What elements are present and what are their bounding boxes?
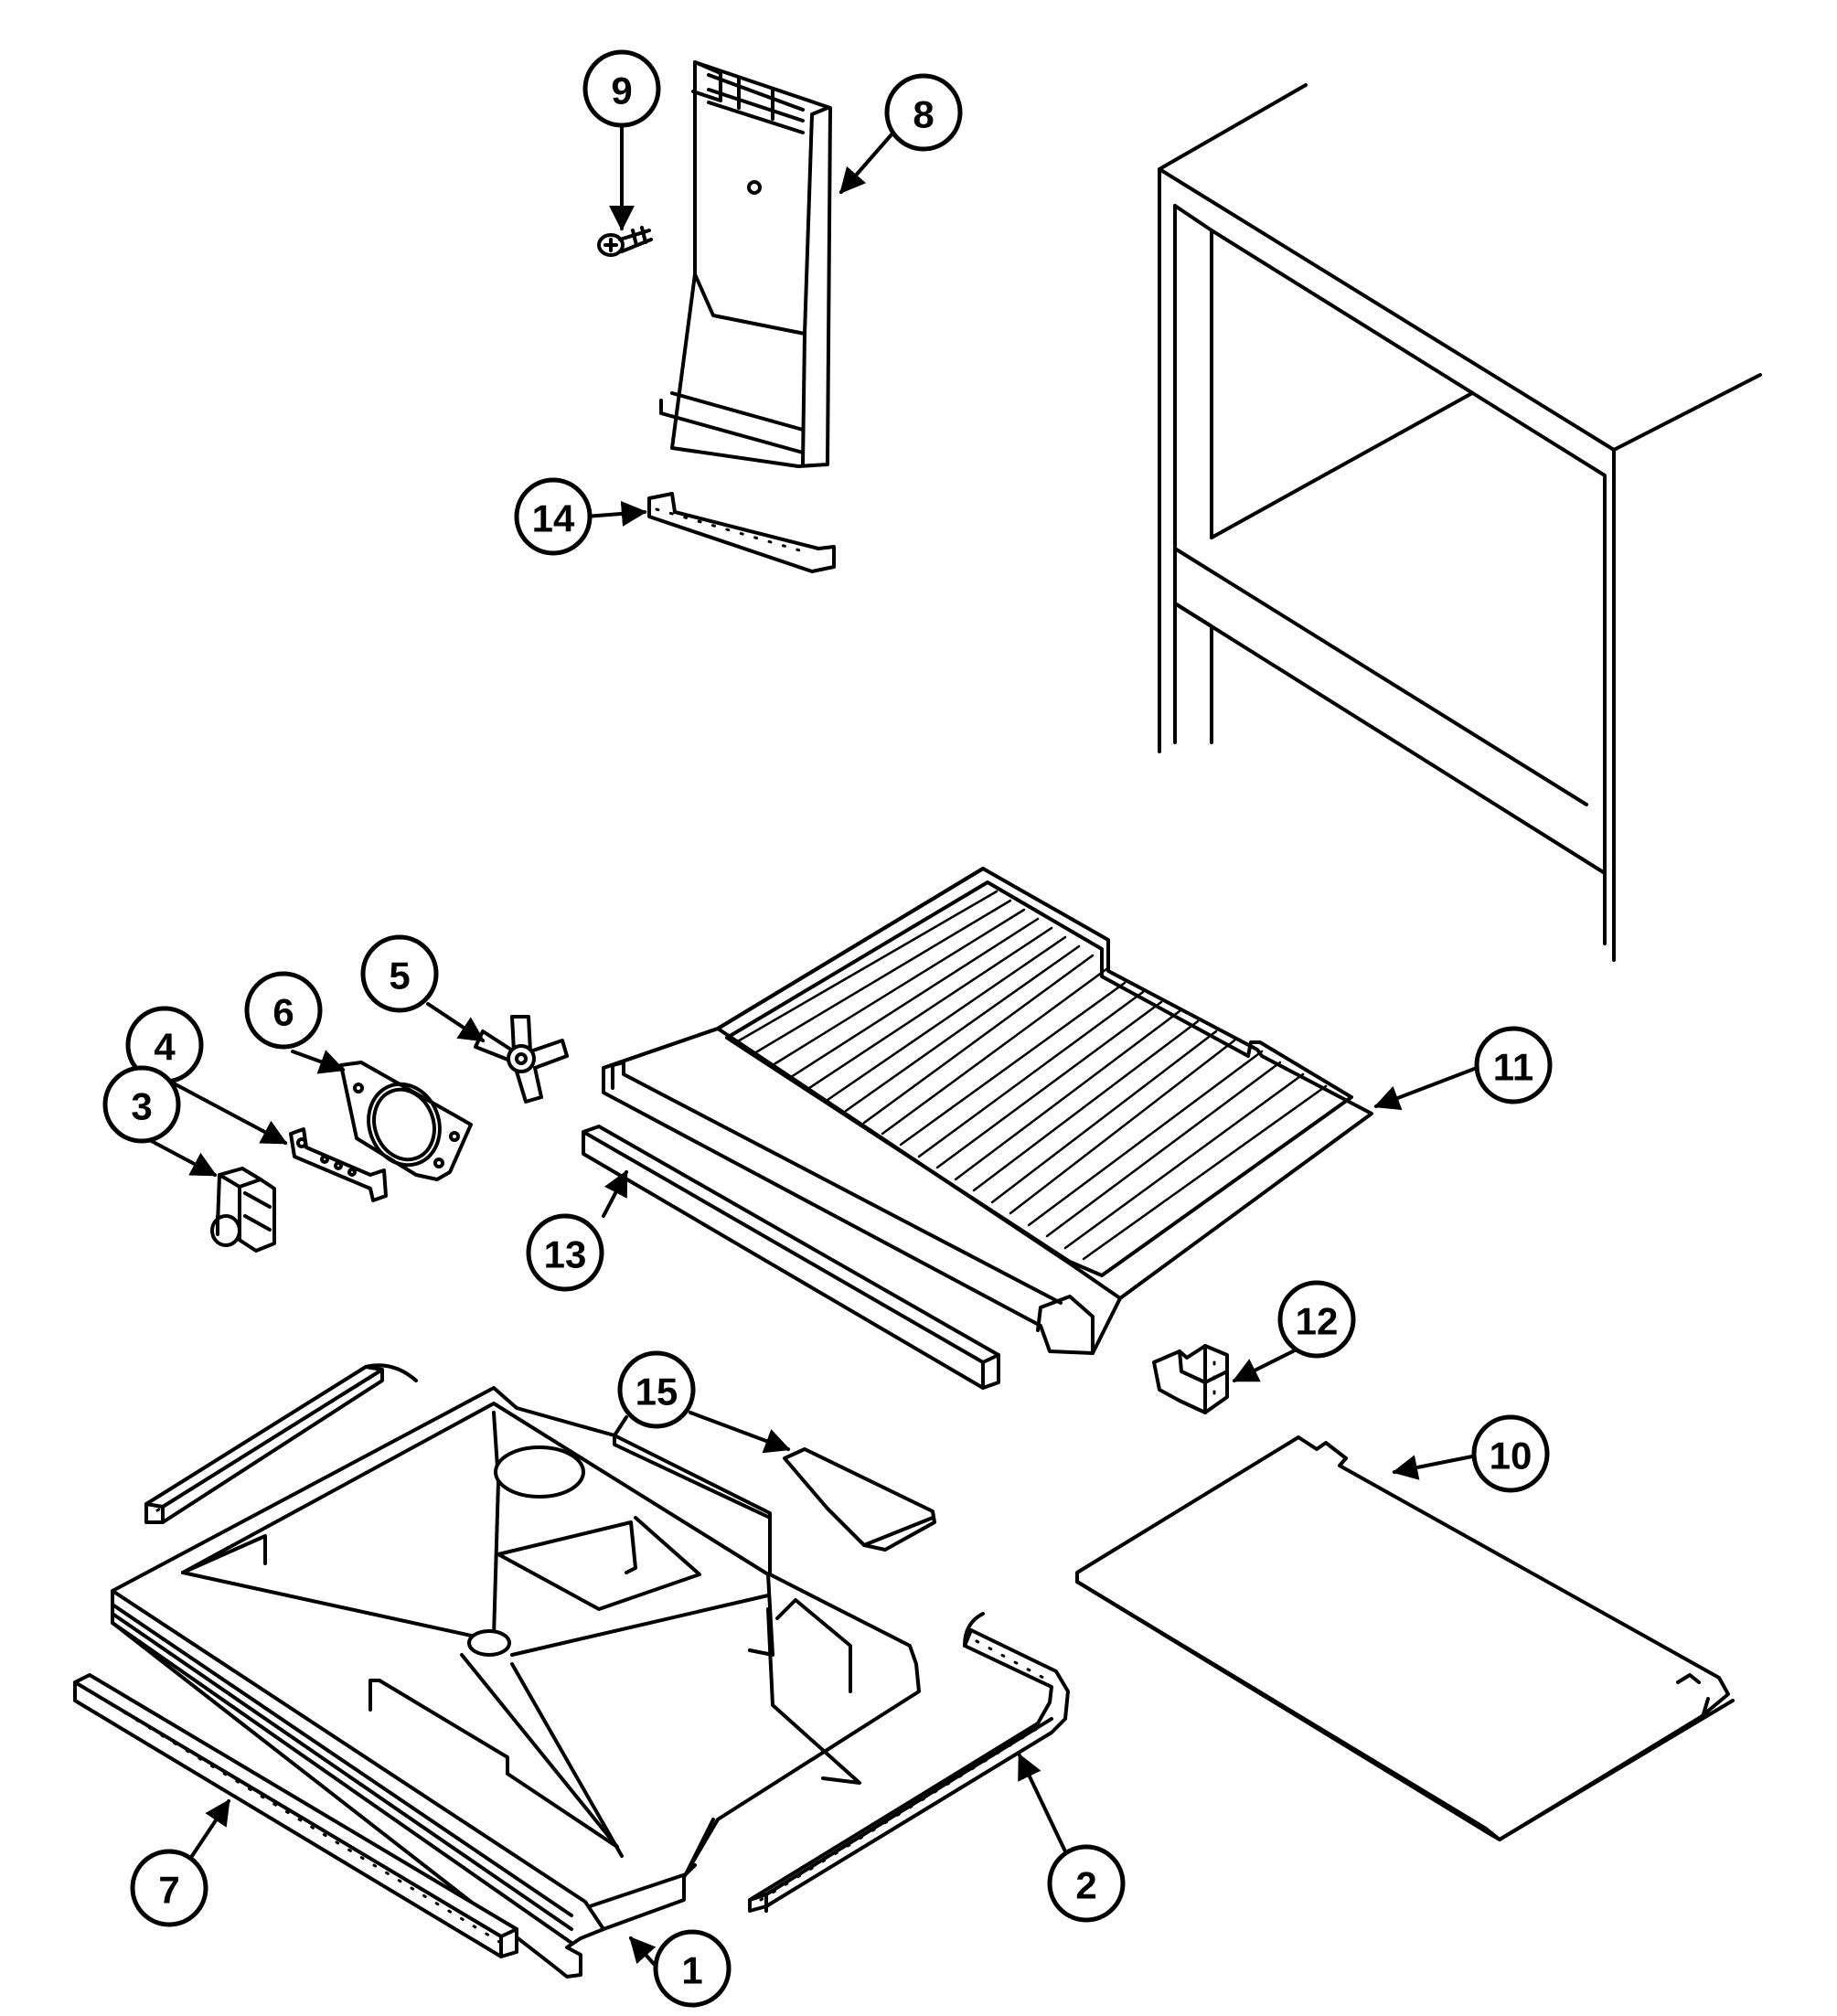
part-6-fan-shroud xyxy=(339,1061,473,1181)
part-3-control xyxy=(210,1167,276,1253)
callout-12: 12 xyxy=(1277,1280,1356,1359)
callout-9-label: 9 xyxy=(611,69,632,112)
callout-11: 11 xyxy=(1474,1026,1553,1104)
callout-10: 10 xyxy=(1471,1414,1550,1493)
callout-6: 6 xyxy=(244,971,323,1050)
part-14-foam-strip xyxy=(647,492,836,573)
foam-strip-left-upper xyxy=(144,1363,418,1524)
callout-14-label: 14 xyxy=(532,497,575,540)
part-1-base-pan xyxy=(111,1386,921,1979)
part-8-duct-cover xyxy=(659,60,832,468)
callout-8-label: 8 xyxy=(913,93,934,136)
callout-5: 5 xyxy=(360,934,439,1013)
callout-15: 15 xyxy=(617,1350,696,1429)
part-15-pad xyxy=(783,1447,936,1552)
callout-1-label: 1 xyxy=(681,1949,702,1992)
cabinet-frame xyxy=(1158,83,1762,962)
callout-2: 2 xyxy=(1047,1844,1126,1923)
callout-14: 14 xyxy=(514,477,593,556)
callout-1: 1 xyxy=(653,1929,732,2008)
part-10-panel xyxy=(1075,1435,1735,1841)
callout-3: 3 xyxy=(102,1065,181,1144)
part-2-gasket xyxy=(748,1612,1070,1913)
part-9-screw xyxy=(597,226,653,257)
callout-10-label: 10 xyxy=(1490,1435,1533,1477)
callout-5-label: 5 xyxy=(389,955,410,997)
part-7-foam-strip xyxy=(73,1673,518,1958)
callout-7-label: 7 xyxy=(158,1869,179,1912)
callout-4-label: 4 xyxy=(154,1026,176,1069)
part-11-shelf-tray xyxy=(602,867,1373,1355)
callout-15-label: 15 xyxy=(635,1371,678,1413)
callout-3-label: 3 xyxy=(131,1085,152,1128)
callout-9: 9 xyxy=(582,49,661,128)
callout-13-label: 13 xyxy=(544,1233,587,1276)
callout-13: 13 xyxy=(526,1213,604,1292)
callout-8: 8 xyxy=(884,73,963,152)
callout-7: 7 xyxy=(130,1849,208,1927)
part-4-bracket xyxy=(289,1127,388,1202)
part-13-trim-strip xyxy=(582,1125,1000,1390)
callout-6-label: 6 xyxy=(272,991,294,1034)
callout-11-label: 11 xyxy=(1493,1046,1533,1089)
callout-12-label: 12 xyxy=(1296,1300,1339,1343)
part-12-foam-block xyxy=(1152,1344,1229,1414)
leader-lines xyxy=(144,117,1479,1966)
callout-2-label: 2 xyxy=(1075,1864,1096,1907)
part-5-fan-blade xyxy=(474,1015,569,1104)
